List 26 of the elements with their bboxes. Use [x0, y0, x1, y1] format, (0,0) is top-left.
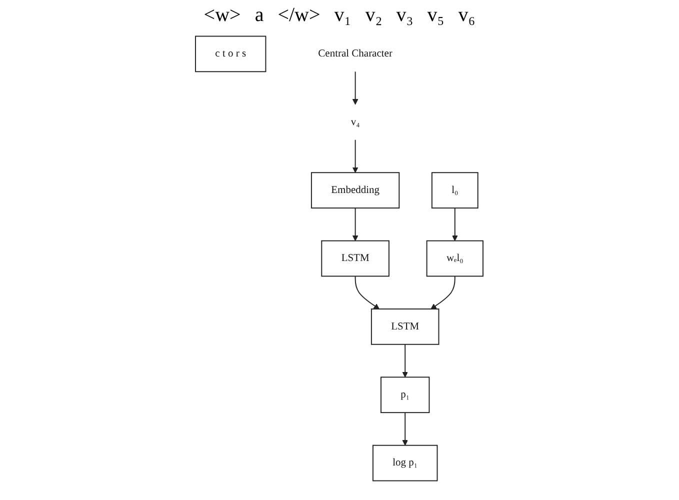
text-label: <w>	[204, 4, 241, 27]
node-box: LSTM	[371, 308, 440, 345]
node-box: p₁	[380, 376, 430, 414]
node-box: LSTM	[321, 240, 390, 277]
text-label: a	[254, 4, 264, 27]
arrow	[402, 412, 408, 446]
text-label: v₁	[334, 4, 352, 27]
arrow	[402, 344, 408, 378]
text-label: v₆	[458, 4, 476, 27]
text-label: </w>	[278, 4, 320, 27]
text-label: v₅	[427, 4, 444, 27]
arrow	[452, 208, 458, 242]
node-box: wₑl₀	[426, 240, 484, 277]
text-label: v₃	[396, 4, 414, 27]
arrow	[352, 208, 358, 242]
node-box: Embedding	[311, 172, 400, 208]
arrow	[355, 276, 380, 310]
node-box: l₀	[432, 172, 479, 208]
node-box: c t o r s	[195, 36, 266, 72]
arrow	[352, 71, 358, 105]
arrow	[352, 139, 358, 173]
text-label: v₂	[365, 4, 382, 27]
node-text: v₄	[351, 116, 360, 128]
node-box: log p₁	[372, 444, 438, 482]
node-text: Central Character	[318, 48, 393, 60]
arrow	[430, 276, 456, 310]
